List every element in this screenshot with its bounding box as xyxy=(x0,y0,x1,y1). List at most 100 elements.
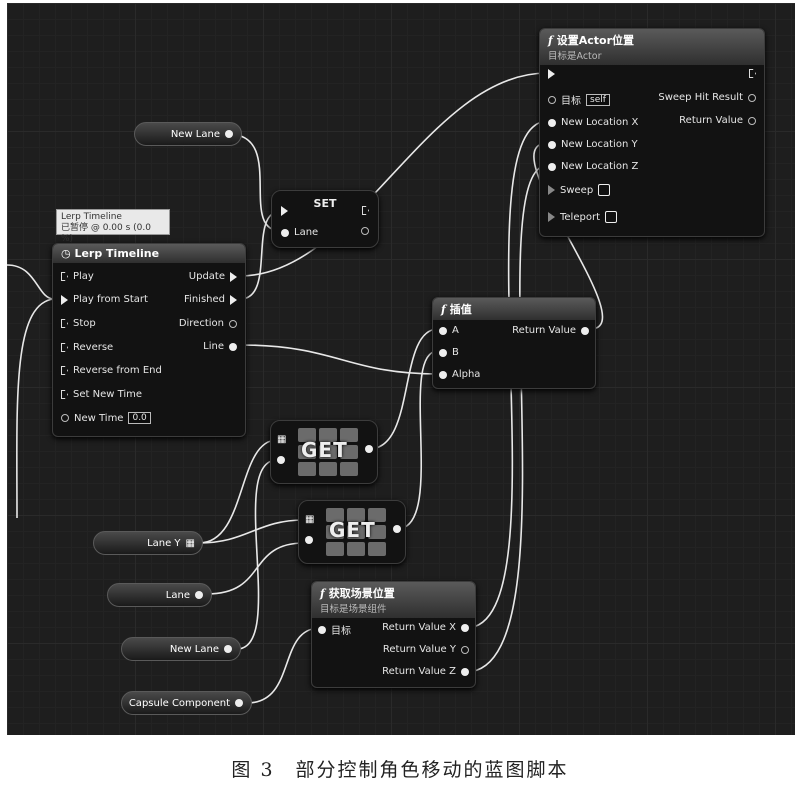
wire-get1-to-a xyxy=(368,328,439,450)
set-actor-location-title: 设置Actor位置 xyxy=(556,34,635,47)
line-pin[interactable]: Line xyxy=(203,341,237,352)
finished-pin[interactable]: Finished xyxy=(184,294,237,305)
set-new-time-icon xyxy=(61,390,68,399)
reverse-pin-icon xyxy=(61,343,68,352)
lerp-a-label: A xyxy=(452,325,459,336)
play-pin-icon xyxy=(61,272,68,281)
new-location-z-pin[interactable]: New Location Z xyxy=(548,161,638,172)
new-time-field[interactable]: 0.0 xyxy=(128,412,151,424)
new-lane-variable-top[interactable]: New Lane xyxy=(134,122,242,146)
direction-label: Direction xyxy=(178,318,224,329)
get-1-array-grid-icon xyxy=(298,428,358,476)
get-1-array-pin[interactable]: ▦ xyxy=(277,434,287,445)
array-icon[interactable]: ▦ xyxy=(185,537,196,549)
play-pin[interactable]: Play xyxy=(61,271,94,282)
tooltip-title: Lerp Timeline xyxy=(61,212,122,222)
exec-in-icon xyxy=(548,69,555,79)
lane-pin-icon[interactable] xyxy=(195,591,203,599)
new-lane-variable-bottom[interactable]: New Lane xyxy=(121,637,241,661)
get-world-location-function-icon: f xyxy=(320,587,325,600)
gwl-target-pin[interactable]: 目标 xyxy=(318,622,351,637)
set-exec-out-pin[interactable] xyxy=(362,206,369,215)
play-from-start-pin[interactable]: Play from Start xyxy=(61,294,148,305)
get-1-output-pin[interactable] xyxy=(365,445,373,453)
direction-pin[interactable]: Direction xyxy=(179,318,237,329)
get-node-1[interactable]: GET ▦ xyxy=(270,420,378,484)
set-exec-in-pin[interactable] xyxy=(281,206,288,216)
reverse-from-end-pin[interactable]: Reverse from End xyxy=(61,365,162,376)
function-icon: f xyxy=(548,34,553,47)
sweep-pin[interactable]: Sweep xyxy=(548,184,611,196)
return-value-label: Return Value xyxy=(679,115,743,126)
teleport-pin[interactable]: Teleport xyxy=(548,211,617,223)
sweep-hit-result-pin[interactable]: Sweep Hit Result xyxy=(658,92,756,103)
update-pin[interactable]: Update xyxy=(189,271,237,282)
lerp-b-pin[interactable]: B xyxy=(439,347,459,358)
gwl-return-x-pin[interactable]: Return Value X xyxy=(382,622,469,633)
exec-out-pin[interactable] xyxy=(749,69,756,78)
lerp-return-pin[interactable]: Return Value xyxy=(512,325,589,336)
lerp-function-icon: f xyxy=(441,303,446,316)
capsule-component-variable[interactable]: Capsule Component xyxy=(121,691,252,715)
lerp-alpha-label: Alpha xyxy=(452,369,481,380)
lerp-timeline-node[interactable]: ◷ Lerp Timeline Play Play from Start Sto… xyxy=(52,243,246,437)
get-node-2[interactable]: GET ▦ xyxy=(298,500,406,564)
gwl-return-y-pin[interactable]: Return Value Y xyxy=(383,644,469,655)
lane-y-label: Lane Y xyxy=(147,537,181,549)
finished-label: Finished xyxy=(184,294,225,305)
get-2-index-pin[interactable] xyxy=(305,536,313,544)
set-lane-pin[interactable]: Lane xyxy=(281,227,318,238)
lane-y-variable[interactable]: Lane Y ▦ xyxy=(93,531,203,555)
set-lane-label: Lane xyxy=(294,227,319,238)
set-node[interactable]: SET Lane xyxy=(271,190,379,248)
new-lane-bottom-label: New Lane xyxy=(169,643,219,655)
set-new-time-pin[interactable]: Set New Time xyxy=(61,389,142,400)
gwl-return-z-pin[interactable]: Return Value Z xyxy=(382,666,469,677)
wire-laneY-to-get1 xyxy=(198,439,278,544)
sweep-checkbox[interactable] xyxy=(598,184,611,196)
new-lane-bottom-pin-icon[interactable] xyxy=(224,645,232,653)
get-2-output-pin[interactable] xyxy=(393,525,401,533)
lerp-a-icon xyxy=(439,326,447,335)
exec-in-pin[interactable] xyxy=(548,69,555,79)
clock-icon: ◷ xyxy=(61,247,71,260)
target-self-field[interactable]: self xyxy=(586,93,610,106)
get-2-array-pin[interactable]: ▦ xyxy=(305,514,315,525)
teleport-label: Teleport xyxy=(560,211,600,223)
lerp-alpha-pin[interactable]: Alpha xyxy=(439,369,480,380)
lerp-a-pin[interactable]: A xyxy=(439,325,459,336)
get-1-index-icon xyxy=(277,456,285,464)
stop-pin[interactable]: Stop xyxy=(61,318,96,329)
return-value-pin[interactable]: Return Value xyxy=(679,115,756,126)
reverse-pin[interactable]: Reverse xyxy=(61,342,113,353)
new-location-x-pin[interactable]: New Location X xyxy=(548,117,638,128)
capsule-component-label: Capsule Component xyxy=(128,697,230,709)
lerp-b-label: B xyxy=(452,347,459,358)
set-lane-out-pin[interactable] xyxy=(361,227,369,235)
return-value-pin-icon xyxy=(748,116,756,125)
teleport-checkbox[interactable] xyxy=(605,211,617,223)
update-pin-icon xyxy=(230,271,237,282)
set-new-time-label: Set New Time xyxy=(73,389,143,400)
line-label: Line xyxy=(203,341,224,352)
line-pin-icon xyxy=(229,342,237,351)
lane-label: Lane xyxy=(165,589,190,601)
new-location-y-pin[interactable]: New Location Y xyxy=(548,139,638,150)
set-lane-out-icon xyxy=(361,227,369,235)
capsule-pin-icon[interactable] xyxy=(235,699,243,707)
lane-variable[interactable]: Lane xyxy=(107,583,212,607)
get-1-index-pin[interactable] xyxy=(277,456,285,464)
new-lane-pin-icon[interactable] xyxy=(225,130,233,138)
wire-laneY-to-get2 xyxy=(198,519,305,544)
get-2-output-icon xyxy=(393,525,401,533)
set-node-title: SET xyxy=(313,197,337,210)
figure-caption: 图 3 部分控制角色移动的蓝图脚本 xyxy=(231,759,569,781)
wire-capsule-to-target xyxy=(246,627,321,704)
